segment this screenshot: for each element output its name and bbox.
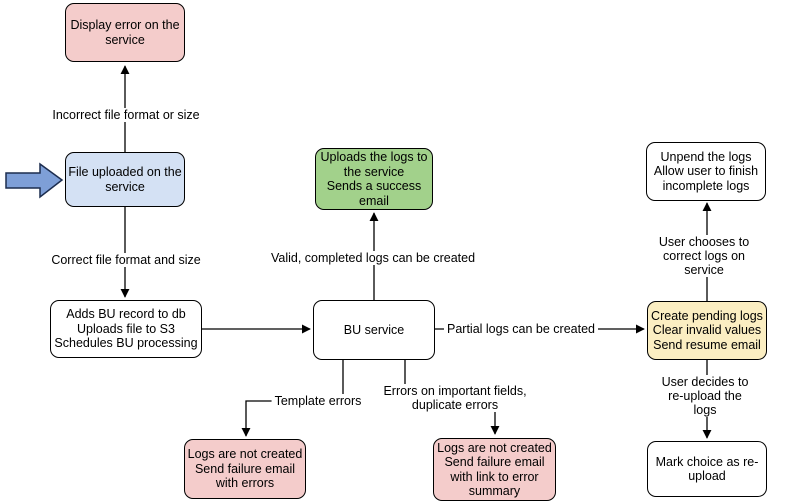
node-logs-failure-errors: Logs are not created Send failure email …: [184, 439, 306, 499]
node-file-uploaded: File uploaded on the service: [65, 152, 185, 207]
edge-label-template-errors: Template errors: [271, 394, 365, 408]
node-uploads-logs-success: Uploads the logs to the service Sends a …: [315, 148, 433, 210]
node-create-pending-logs: Create pending logs Clear invalid values…: [647, 301, 767, 360]
node-bu-service: BU service: [313, 300, 435, 360]
node-adds-bu-record: Adds BU record to db Uploads file to S3 …: [50, 300, 202, 358]
node-logs-failure-summary: Logs are not created Send failure email …: [433, 438, 556, 501]
node-unpend-logs: Unpend the logs Allow user to finish inc…: [646, 142, 766, 201]
edge-label-partial-logs: Partial logs can be created: [443, 322, 599, 336]
edge-label-correct-file: Correct file format and size: [48, 253, 204, 267]
node-display-error: Display error on the service: [65, 3, 185, 62]
edge-label-field-errors: Errors on important fields, duplicate er…: [380, 384, 530, 412]
edge-label-user-reuploads: User decides to re-upload the logs: [657, 375, 753, 417]
edge-label-user-corrects: User chooses to correct logs on service: [655, 235, 753, 277]
entry-arrow-icon: [5, 162, 64, 199]
edge-label-valid-logs: Valid, completed logs can be created: [267, 251, 479, 265]
node-mark-choice-reupload: Mark choice as re- upload: [647, 441, 767, 497]
edge-label-incorrect-file: Incorrect file format or size: [49, 108, 203, 122]
